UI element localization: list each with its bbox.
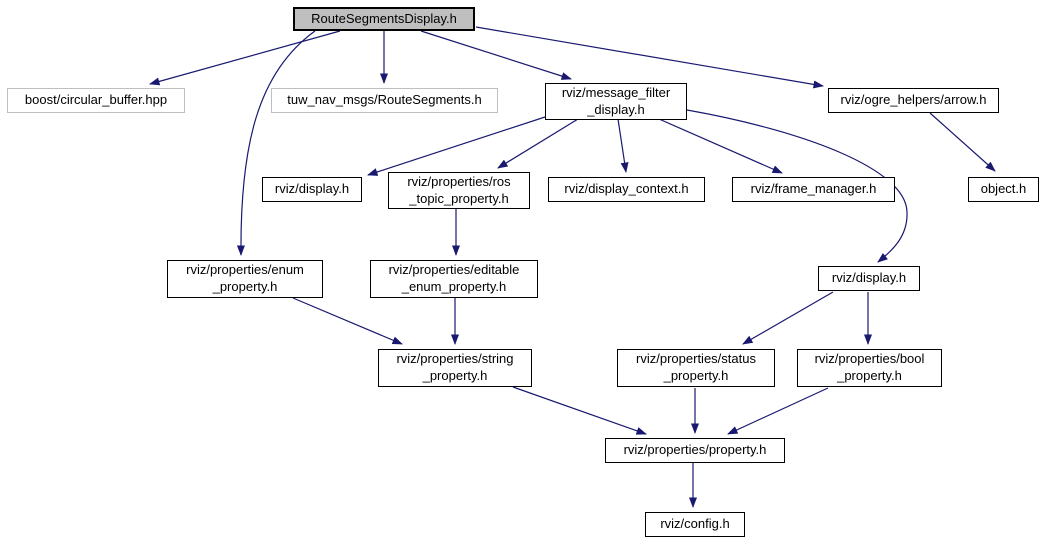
edge-msgfilter-to-framemgr bbox=[658, 118, 783, 174]
node-rviz-display-h-2[interactable]: rviz/display.h bbox=[818, 266, 920, 291]
node-rviz-properties-string-property-h[interactable]: rviz/properties/string _property.h bbox=[378, 349, 532, 387]
node-rviz-frame-manager-h[interactable]: rviz/frame_manager.h bbox=[732, 177, 895, 202]
edge-enumprop-to-stringprop bbox=[292, 297, 403, 345]
edge-root-to-arrow bbox=[475, 26, 824, 89]
node-rviz-properties-bool-property-h[interactable]: rviz/properties/bool _property.h bbox=[797, 349, 942, 387]
edge-display2-to-statusprop bbox=[742, 291, 834, 345]
node-rviz-message-filter-display-h[interactable]: rviz/message_filter _display.h bbox=[545, 83, 687, 120]
edge-msgfilter-to-display1 bbox=[367, 116, 546, 176]
node-rviz-properties-editable-enum-property-h[interactable]: rviz/properties/editable _enum_property.… bbox=[370, 260, 538, 298]
node-object-h[interactable]: object.h bbox=[968, 177, 1039, 202]
edge-root-to-enumprop bbox=[236, 30, 316, 256]
node-rviz-properties-ros-topic-property-h[interactable]: rviz/properties/ros _topic_property.h bbox=[388, 172, 530, 209]
edge-root-to-boost bbox=[149, 30, 341, 86]
node-rviz-display-context-h[interactable]: rviz/display_context.h bbox=[548, 177, 705, 202]
edge-arrow-to-object bbox=[929, 112, 996, 172]
node-rviz-properties-status-property-h[interactable]: rviz/properties/status _property.h bbox=[617, 349, 775, 387]
edge-msgfilter-to-rostopic bbox=[497, 118, 579, 169]
node-rviz-ogre-helpers-arrow-h[interactable]: rviz/ogre_helpers/arrow.h bbox=[828, 88, 999, 113]
node-rviz-config-h[interactable]: rviz/config.h bbox=[645, 512, 745, 537]
node-routesegmentsdisplay-h: RouteSegmentsDisplay.h bbox=[293, 7, 475, 31]
edge-boolprop-to-property bbox=[727, 387, 829, 435]
node-rviz-display-h-1[interactable]: rviz/display.h bbox=[262, 177, 362, 202]
node-tuw-nav-msgs-routesegments-h: tuw_nav_msgs/RouteSegments.h bbox=[271, 88, 498, 113]
node-boost-circular-buffer-hpp: boost/circular_buffer.hpp bbox=[7, 88, 185, 113]
edge-msgfilter-to-dispctx bbox=[617, 118, 629, 173]
node-rviz-properties-enum-property-h[interactable]: rviz/properties/enum _property.h bbox=[167, 260, 323, 298]
edge-stringprop-to-property bbox=[512, 386, 647, 435]
edge-root-to-msgfilter bbox=[420, 30, 572, 80]
node-rviz-properties-property-h[interactable]: rviz/properties/property.h bbox=[605, 438, 785, 463]
